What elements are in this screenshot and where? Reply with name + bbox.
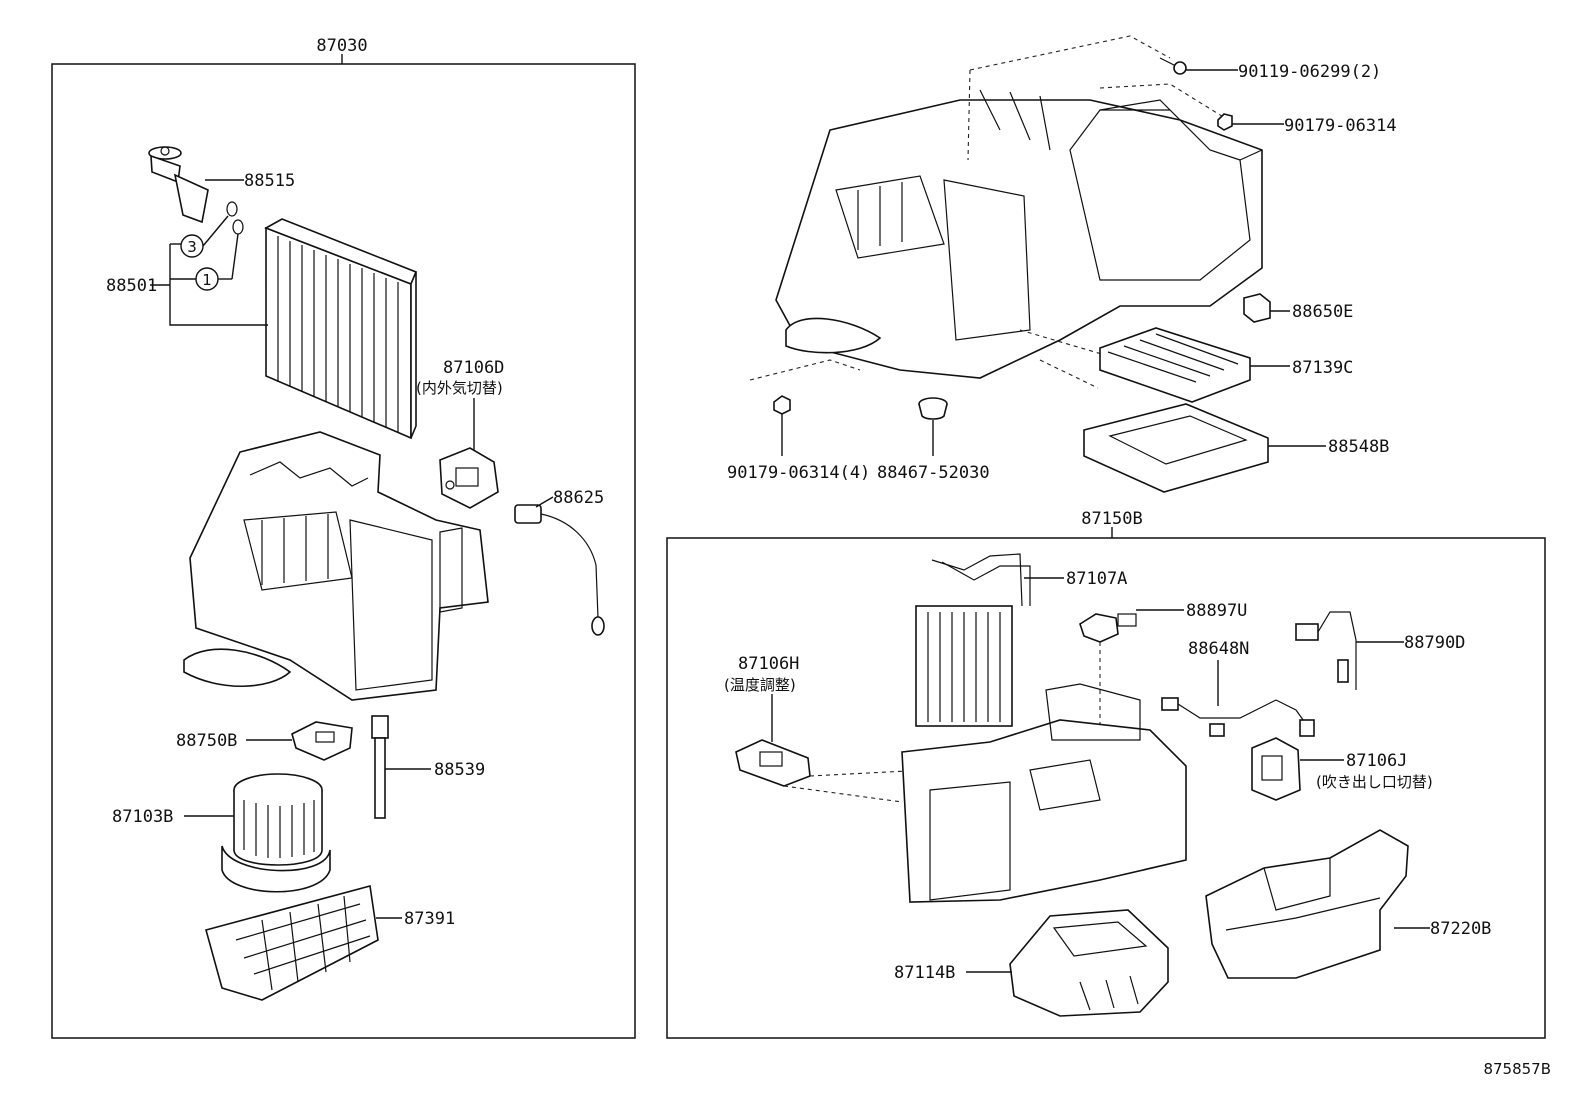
group-label-87030: 87030: [316, 36, 367, 56]
callout-87106J: 87106J: [1346, 751, 1407, 771]
callout-88625: 88625: [553, 488, 604, 508]
part-88539-drawing: [371, 715, 389, 819]
callout-87220B: 87220B: [1430, 919, 1491, 939]
part-87107A-heater-core-drawing: [915, 553, 1031, 727]
callout-88650E: 88650E: [1292, 302, 1353, 322]
part-87391-drawing: [205, 884, 379, 1001]
callout-87103B: 87103B: [112, 807, 173, 827]
callout-87106H-note: (温度調整): [724, 676, 796, 694]
callout-88501: 88501: [106, 276, 157, 296]
callout-90179-06314-4: 90179-06314(4): [727, 463, 870, 483]
circle-callout-1-label: 1: [202, 271, 212, 289]
callout-87114B: 87114B: [894, 963, 955, 983]
part-88548B-drawing: [1083, 403, 1269, 493]
callout-88897U: 88897U: [1186, 601, 1247, 621]
group-label-87150B: 87150B: [1081, 509, 1142, 529]
callout-87139C: 87139C: [1292, 358, 1353, 378]
circle-callout-3-label: 3: [187, 238, 197, 256]
part-88467-grommet-drawing: [918, 397, 948, 420]
callout-90179-06314: 90179-06314: [1284, 116, 1397, 136]
callout-87391: 87391: [404, 909, 455, 929]
callout-87106D-note: (内外気切替): [416, 379, 503, 397]
part-87030-housing-drawing: [183, 431, 489, 701]
callout-87106H: 87106H: [738, 654, 799, 674]
part-87220B-drawing: [1205, 829, 1409, 979]
part-88750B-drawing: [291, 721, 353, 761]
part-87106J-drawing: [1251, 737, 1301, 801]
callout-87106D: 87106D: [443, 358, 504, 378]
callout-88750B: 88750B: [176, 731, 237, 751]
part-87139C-filter-drawing: [1099, 327, 1251, 403]
callout-88648N: 88648N: [1188, 639, 1249, 659]
part-90119-screw-drawing: [1159, 57, 1187, 75]
callout-88548B: 88548B: [1328, 437, 1389, 457]
part-88648N-harness-drawing: [1161, 697, 1315, 737]
part-88790D-drawing: [1295, 611, 1357, 690]
part-87114B-drawing: [1009, 909, 1169, 1017]
frame-87030: [51, 63, 636, 1039]
part-87106D-drawing: [439, 447, 499, 509]
callout-90119-06299: 90119-06299(2): [1238, 62, 1381, 82]
part-88515-drawing: [148, 146, 244, 235]
figure-id: 875857B: [1483, 1060, 1551, 1078]
part-heater-case-drawing: [901, 683, 1187, 903]
callout-88515: 88515: [244, 171, 295, 191]
callout-88790D: 88790D: [1404, 633, 1465, 653]
frame-87150B: [666, 537, 1546, 1039]
part-88650E-drawing: [1243, 293, 1271, 323]
part-90179-nut-bottom-drawing: [773, 395, 791, 415]
part-88897U-drawing: [1079, 613, 1137, 643]
callout-87106J-note: (吹き出し口切替): [1316, 773, 1433, 791]
part-87103B-blower-motor-drawing: [221, 773, 331, 893]
callout-87107A: 87107A: [1066, 569, 1127, 589]
part-88501-evaporator-drawing: [264, 218, 418, 440]
part-main-hvac-unit-drawing: [775, 89, 1263, 379]
part-90179-nut-top-drawing: [1217, 113, 1233, 131]
callout-88539: 88539: [434, 760, 485, 780]
part-87106H-drawing: [735, 739, 811, 787]
part-88625-drawing: [514, 504, 605, 636]
callout-88467-52030: 88467-52030: [877, 463, 990, 483]
